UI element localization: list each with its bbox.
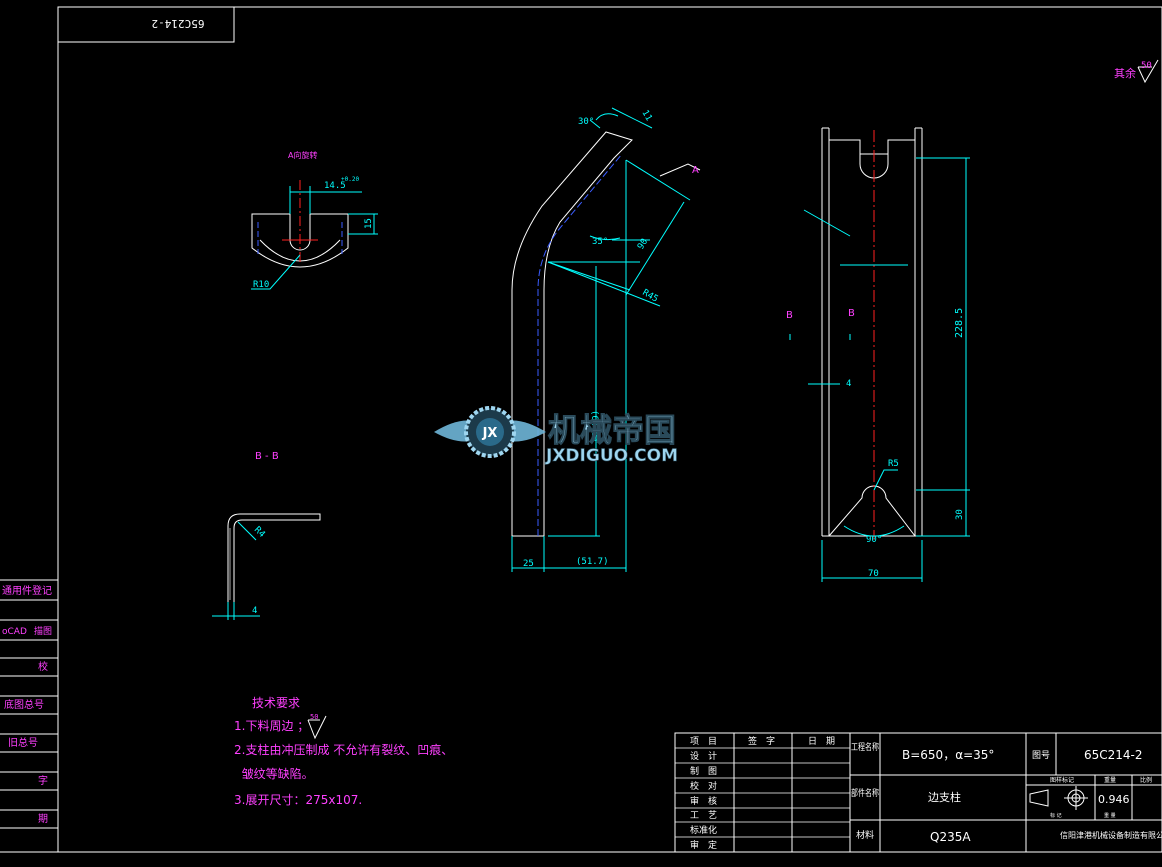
main-view: 30° 11 A 35° 90 R45 (64.8) 25 (51.7) [511,107,701,572]
surface-finish-symbol: 其余 50 [1114,59,1159,84]
strip-label-1: 通用件登记 [2,584,52,597]
tech-item-1: 1.下料周边 ； [234,719,309,733]
view-a-title: A向旋转 [288,150,317,160]
strip-label-7: 字 [38,774,48,787]
main-dim-offset: (51.7) [576,557,609,567]
section-bb-dim-thickness: 4 [252,606,257,616]
main-arrow-label: A [692,165,699,176]
tb-small-header-1: 标 记 [1050,812,1062,819]
main-angle-top: 30° [578,117,594,127]
tb-part-value: 边支柱 [928,790,961,804]
main-dim-base: 25 [523,559,534,569]
tb-row-3: 制 图 [690,765,717,777]
tech-finish-value: 50 [310,713,318,721]
tech-requirements: 技术要求 1.下料周边 ； 50 2.支柱由冲压制成 不允许有裂纹、凹痕、 皱纹… [234,696,453,807]
strip-label-5: 底图总号 [4,698,44,711]
side-section-mark-right: B [848,308,855,319]
tb-material-label: 材料 [856,829,874,841]
tb-row-6: 工 艺 [690,810,717,821]
tech-item-4: 3.展开尺寸：275x107. [234,793,362,807]
tb-part-label: 部件名称 [851,787,879,799]
main-dim-arm: 90 [636,237,650,251]
mirrored-drawing-number: 65C214-2 [152,17,205,30]
tb-weight-col: 重量 [1104,776,1116,784]
main-dim-height: (64.8) [589,410,599,443]
tb-company: 信阳津港机械设备制造有限公司 [1060,830,1162,840]
section-b-b: B - B R4 4 [212,451,321,620]
side-dim-bottom: 30 [955,509,965,520]
tb-col-sign: 签 字 [748,735,775,747]
strip-label-8: 期 [38,813,48,825]
tb-project-label: 工程名称 [851,741,879,753]
watermark-brand-url: JXDIGUO.COM [545,446,678,466]
strip-label-2: oCAD [2,627,27,637]
surface-finish-label: 其余 [1114,66,1136,80]
title-block: 项 目 设 计 制 图 校 对 审 核 工 艺 标准化 审 定 签 字 日 期 … [674,732,1162,853]
side-angle-bottom: 90° [866,535,882,545]
tb-row-5: 审 核 [690,795,717,807]
tb-row-4: 校 对 [690,780,717,792]
tech-item-3: 皱纹等缺陷。 [234,766,314,781]
view-a: A向旋转 14.5 +0.20 15 R10 [251,150,378,290]
tb-project-value: B=650，α=35° [902,748,994,762]
side-dim-thickness: 4 [846,379,851,389]
tb-row-1: 项 目 [690,736,717,747]
left-strip: 通用件登记 oCAD 描图 校 底图总号 旧总号 字 期 [0,579,58,829]
tb-row-2: 设 计 [690,750,717,762]
main-dim-tip: 11 [639,109,653,123]
tech-title: 技术要求 [252,696,300,710]
strip-label-6: 旧总号 [8,736,38,749]
tb-row-8: 审 定 [690,839,717,851]
view-a-dim-width: 14.5 [324,181,346,191]
watermark: JX 机械帝国 JXDIGUO.COM [434,406,678,466]
strip-label-4: 校 [38,660,48,673]
watermark-brand-cn: 机械帝国 [548,411,676,449]
view-a-dim-radius: R10 [253,280,269,290]
main-angle-mid: 35° [592,237,608,247]
side-view: B B 228.5 4 R5 30 90° 70 [786,127,970,582]
tb-drawing-no-value: 65C214-2 [1084,748,1143,762]
tb-drawing-no-label: 图号 [1032,750,1050,761]
view-a-dim-width-tol: +0.20 [341,176,359,183]
tb-small-header-2: 重 量 [1104,812,1116,819]
tb-weight-header: 图样标记 [1050,776,1074,784]
view-a-dim-depth: 15 [364,218,374,229]
projection-symbol-icon [1029,786,1088,810]
side-dim-height: 228.5 [954,308,965,338]
tb-row-7: 标准化 [690,824,717,836]
tb-weight-value: 0.946 [1098,793,1130,806]
strip-label-3: 描图 [34,625,52,637]
side-dim-width: 70 [868,569,879,579]
side-dim-radius: R5 [888,459,899,469]
section-bb-title: B - B [255,451,279,462]
tb-col-date: 日 期 [808,736,835,747]
tb-material-value: Q235A [930,830,971,844]
surface-finish-value: 50 [1141,61,1152,71]
watermark-logo-letters: JX [482,426,498,441]
tb-scale-col: 比例 [1140,776,1152,784]
tech-item-2: 2.支柱由冲压制成 不允许有裂纹、凹痕、 [234,742,453,757]
side-section-mark-left: B [786,310,793,321]
